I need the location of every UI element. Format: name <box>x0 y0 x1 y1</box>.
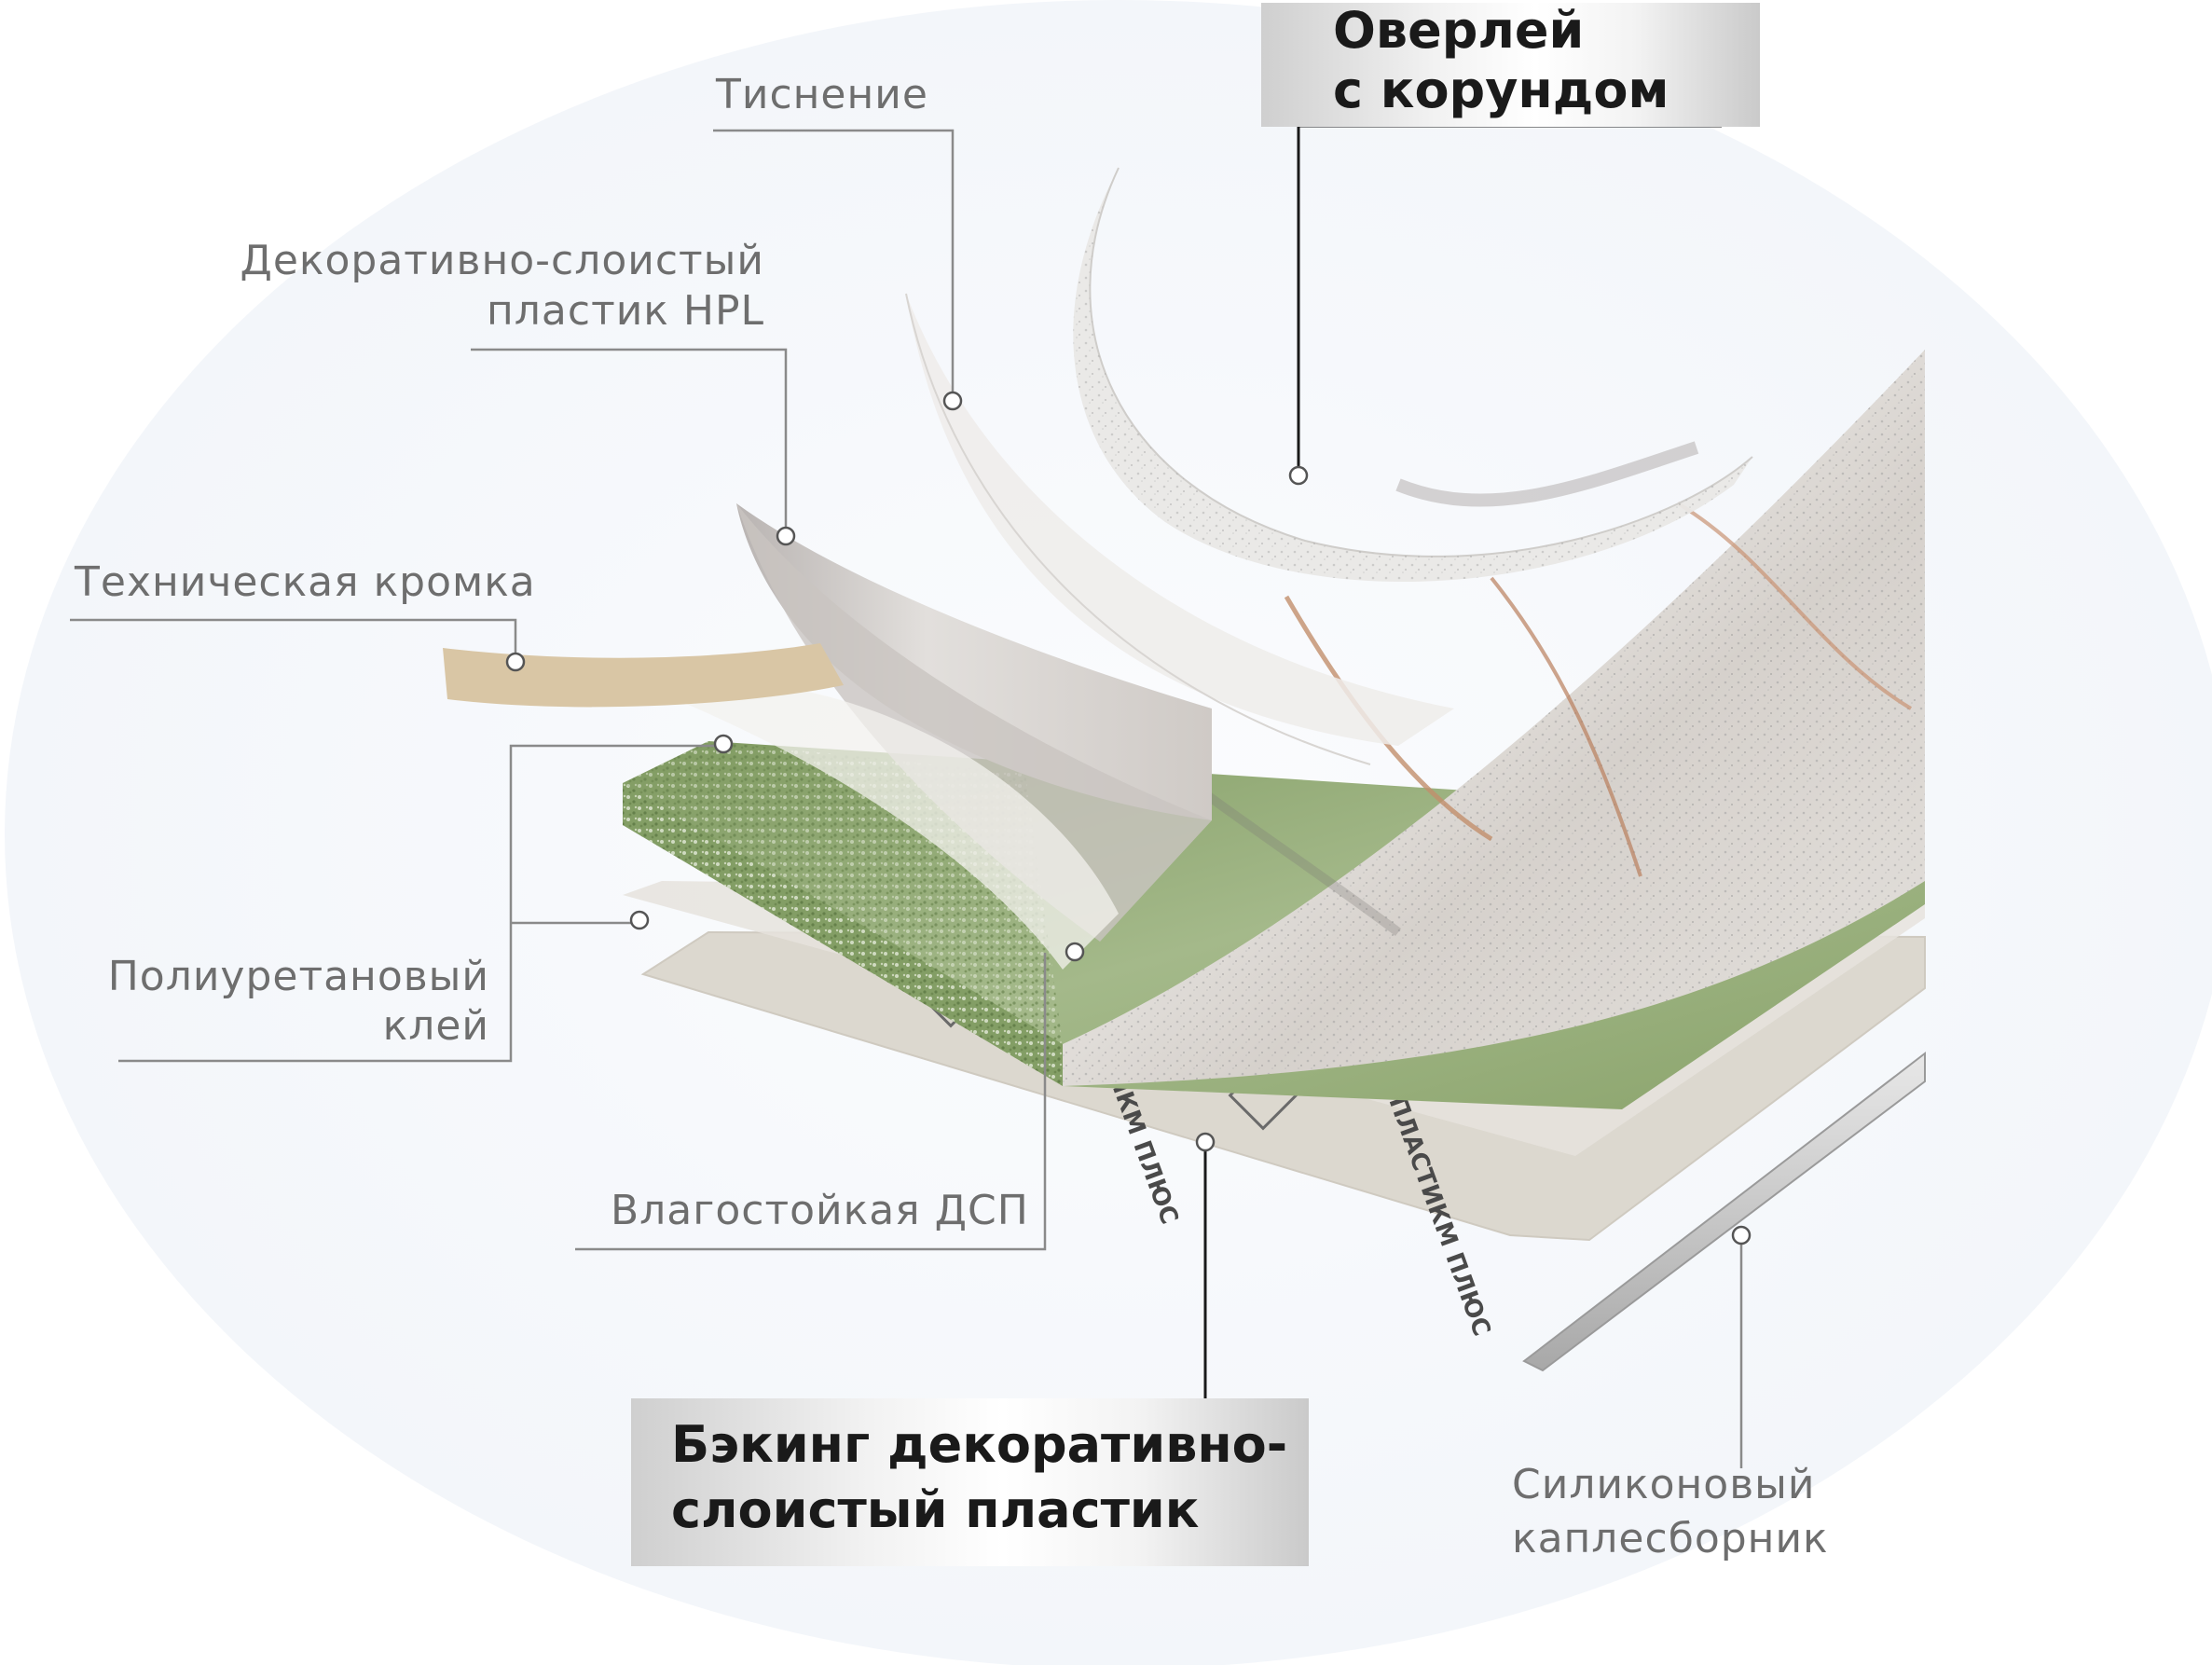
embossing-film <box>906 294 1454 746</box>
embossing-label: Тиснение <box>716 71 928 118</box>
drip-edge <box>1522 1051 1926 1372</box>
leader-hpl <box>471 348 788 536</box>
backing-highlight-box <box>631 1398 1309 1566</box>
leader-tech-edge <box>70 618 517 662</box>
hpl-label-line2: пластик HPL <box>487 287 764 335</box>
leader-chipboard <box>575 953 1047 1251</box>
overlay-label-line2: с корундом <box>1333 61 1669 119</box>
backing-label-line2: слоистый пластик <box>671 1480 1200 1539</box>
overlay-highlight-box <box>1261 3 1760 127</box>
glue-film <box>653 682 1119 970</box>
backing-label-line1: Бэкинг декоративно- <box>671 1415 1288 1474</box>
hpl-sheet <box>736 503 1212 820</box>
chipboard-label: Влагостойкая ДСП <box>611 1187 1029 1234</box>
glue-label-line1: Полиуретановый <box>107 953 489 1000</box>
tech-edge-label: Техническая кромка <box>75 558 536 606</box>
tech-edge-strip <box>443 643 844 708</box>
drip-label-line1: Силиконовый <box>1512 1461 1816 1508</box>
leader-glue-1 <box>118 744 723 1063</box>
leader-embossing <box>713 129 955 401</box>
glue-label-line2: клей <box>382 1002 489 1050</box>
overlay-label-line1: Оверлей <box>1333 1 1585 60</box>
hpl-sheet-curl <box>736 503 1212 942</box>
drip-label-line2: каплесборник <box>1512 1515 1829 1562</box>
hpl-label-line1: Декоративно-слоистый <box>240 237 764 284</box>
leader-dots <box>505 391 1752 1245</box>
leader-lines <box>70 129 1743 1468</box>
